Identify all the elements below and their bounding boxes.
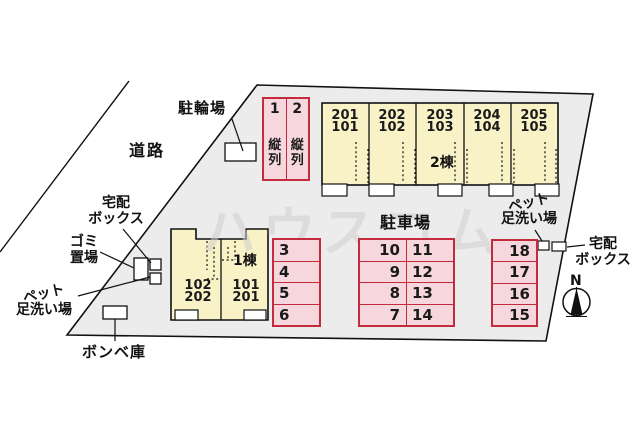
parking-space-6: 6 (274, 303, 319, 326)
leader-lines (77, 118, 586, 341)
room-number-lower: 201 (232, 290, 260, 305)
pet-wash-left-label: ペット 足洗い場 (8, 282, 80, 318)
building-2-unit-5-rooms: 205 105 (511, 108, 557, 135)
room-number-lower: 202 (184, 290, 212, 305)
building-2-unit-3-rooms: 203 103 (417, 108, 463, 135)
pet-wash-right-label-line2: 足洗い場 (501, 210, 557, 227)
parking-space-7: 7 (360, 304, 407, 325)
garbage-leader (99, 251, 135, 269)
parking-space-4: 4 (274, 260, 319, 283)
tandem-parking-block: 1 縦列 2 縦列 (262, 97, 310, 181)
parking-orientation-label: 縦列 (290, 138, 304, 168)
delivery-box-left-label: 宅配 ボックス (84, 195, 148, 227)
parking-space-18: 18 (509, 242, 530, 261)
garbage-label-line1: ゴミ (70, 234, 98, 250)
parking-block-15-18: 18 17 16 15 (491, 239, 538, 327)
parking-space-1: 1 縦列 (264, 99, 286, 179)
parking-space-number: 2 (292, 101, 303, 117)
room-number-lower: 104 (473, 120, 501, 135)
building-1-unit-1-rooms: 102 202 (178, 278, 218, 305)
north-label: N (570, 273, 582, 289)
building-1-outline (170, 228, 269, 321)
bicycle-parking-label: 駐輪場 (178, 99, 227, 117)
building-1-stairs (206, 241, 236, 280)
room-number-lower: 101 (331, 120, 359, 135)
parking-space-13: 13 (412, 284, 433, 303)
building-1 (170, 228, 269, 321)
building-2-unit-4-rooms: 204 104 (464, 108, 510, 135)
bicycle-parking-box (224, 142, 257, 162)
room-number-upper: 102 (184, 278, 212, 293)
garbage-area-label: ゴミ 置場 (65, 234, 103, 266)
building-2-outline (321, 102, 559, 186)
parking-space-16: 16 (493, 282, 536, 304)
building-2-stairs (355, 142, 557, 183)
parking-block-3-6: 3 4 5 6 (272, 238, 321, 327)
parking-space-17: 17 (493, 261, 536, 282)
delivery-box-left (149, 258, 162, 271)
pet-wash-left-label-line2: 足洗い場 (16, 301, 72, 318)
parking-lot-label: 駐車場 (380, 213, 432, 232)
building-1-porches (174, 309, 267, 321)
delivery-box-left-label-line2: ボックス (88, 210, 144, 227)
parking-space-number: 1 (269, 101, 280, 117)
room-number-lower: 105 (520, 120, 548, 135)
building-1-label: 1棟 (233, 253, 257, 269)
pet-wash-left-box (149, 272, 162, 285)
parking-row: 10 11 (360, 240, 453, 261)
building-2-unit-2-rooms: 202 102 (369, 108, 415, 135)
garbage-label-line2: 置場 (70, 249, 98, 266)
delivery-right-leader (566, 244, 586, 248)
room-number-upper: 101 (232, 278, 260, 293)
parking-space-5: 5 (274, 282, 319, 304)
parking-space-14: 14 (412, 305, 433, 324)
building-2-unit-1-rooms: 201 101 (322, 108, 368, 135)
room-number-upper: 204 (473, 108, 501, 123)
delivery-box-right-label-line1: 宅配 (589, 236, 617, 252)
parking-space-9: 9 (360, 261, 407, 282)
delivery-box-left-label-line1: 宅配 (102, 195, 130, 211)
gas-storage-box (102, 305, 128, 320)
building-1-unit-2-rooms: 101 201 (226, 278, 266, 305)
road-label: 道路 (129, 141, 166, 160)
parking-space-2: 2 縦列 (285, 99, 309, 179)
parking-space-11: 11 (412, 241, 433, 260)
room-number-lower: 103 (426, 120, 454, 135)
parking-row: 8 13 (360, 282, 453, 304)
north-arrow-icon (570, 288, 583, 315)
room-number-upper: 205 (520, 108, 548, 123)
parking-row: 7 14 (360, 303, 453, 325)
pet-right-leader (534, 229, 543, 242)
parking-row: 9 12 (360, 260, 453, 282)
parking-block-7-14: 10 11 9 12 8 13 7 14 (358, 238, 455, 327)
parking-space-12: 12 (412, 262, 433, 281)
parking-space-3: 3 (279, 241, 290, 260)
pet-left-leader (77, 276, 151, 297)
delivery-left-leader (122, 228, 152, 264)
room-number-upper: 201 (331, 108, 359, 123)
delivery-box-right-label: 宅配 ボックス (570, 236, 636, 268)
building-2-label: 2棟 (430, 155, 454, 171)
parking-space-10: 10 (360, 240, 407, 261)
parking-space-8: 8 (360, 283, 407, 304)
room-number-upper: 202 (378, 108, 406, 123)
room-number-upper: 203 (426, 108, 454, 123)
gas-storage-label: ボンベ庫 (82, 343, 147, 361)
pet-wash-right-box (537, 240, 550, 251)
north-compass (562, 287, 591, 317)
delivery-box-right-label-line2: ボックス (575, 251, 631, 268)
room-number-lower: 102 (378, 120, 406, 135)
parking-orientation-label: 縦列 (268, 138, 282, 168)
parking-space-15: 15 (493, 303, 536, 325)
pet-wash-right-label: ペット 足洗い場 (494, 191, 564, 227)
bicycle-leader (231, 118, 244, 152)
road-edge-line (0, 80, 130, 253)
delivery-box-right (551, 241, 567, 252)
building-2-porches (321, 183, 560, 197)
garbage-area-box (133, 257, 149, 281)
building-2 (321, 102, 560, 197)
